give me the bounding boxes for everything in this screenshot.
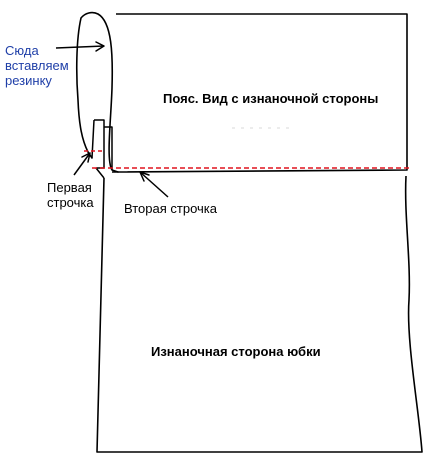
first-stitch-label: Первая строчка (47, 180, 94, 210)
elastic-insert-line-3: резинку (5, 73, 52, 88)
second-stitch-label: Вторая строчка (124, 201, 217, 216)
waistband-label: Пояс. Вид с изнаночной стороны (163, 91, 379, 106)
elastic-casing-fold (75, 11, 119, 173)
skirt-outline (96, 175, 423, 453)
elastic-insert-line-1: Сюда (5, 43, 39, 58)
elastic-insert-line-2: вставляем (5, 58, 69, 73)
arrow-first-stitch (73, 152, 91, 176)
arrow-elastic-insert (55, 41, 105, 52)
first-stitch-line-1: Первая (47, 180, 92, 195)
arrow-second-stitch (139, 171, 169, 198)
waistband-outline (111, 13, 408, 173)
seam-fold-outer (94, 119, 105, 169)
elastic-insert-label: Сюда вставляем резинку (5, 43, 69, 88)
skirt-label: Изнаночная сторона юбки (151, 344, 321, 359)
seam-fold-inner (104, 126, 113, 170)
seam-fold-edge (91, 119, 105, 179)
first-stitch-line-2: строчка (47, 195, 94, 210)
